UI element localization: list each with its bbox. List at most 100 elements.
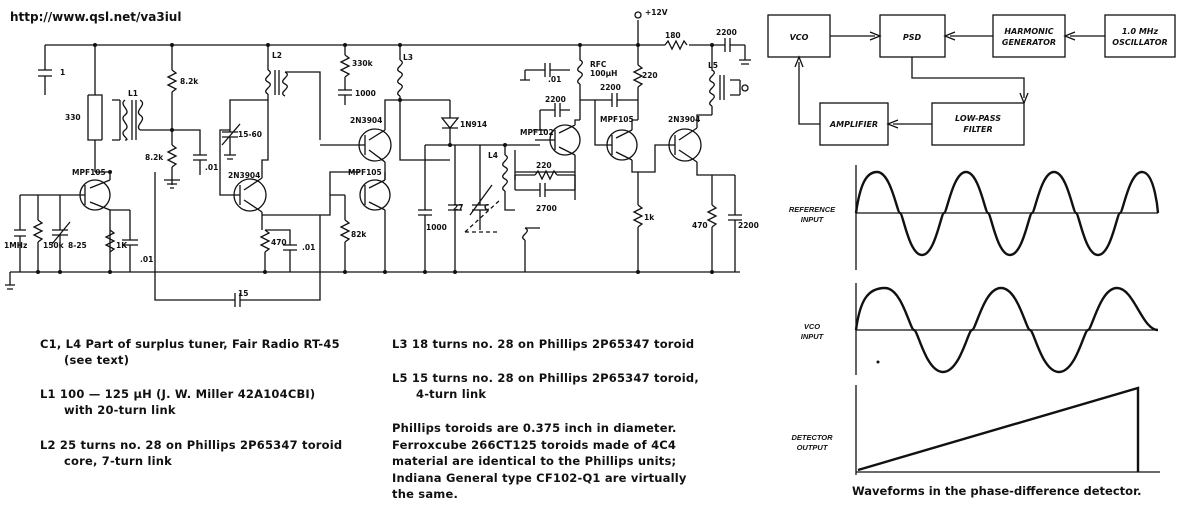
- r330k-label: 330k: [352, 59, 374, 68]
- c1000b-label: 1000: [426, 223, 447, 232]
- pll-block-diagram: VCO PSD HARMONIC GENERATOR 1.0 MHz OSCIL…: [767, 14, 1176, 146]
- reference-label-1: REFERENCE: [789, 205, 836, 214]
- waveform-caption: Waveforms in the phase-difference detect…: [852, 484, 1142, 498]
- r82k-label: 82k: [351, 230, 367, 239]
- note-line: 4-turn link: [416, 387, 487, 401]
- r180-label: 180: [665, 31, 681, 40]
- vco-text: VCO: [790, 33, 809, 42]
- amplifier-text: AMPLIFIER: [829, 120, 878, 129]
- c01b-label: .01: [140, 255, 153, 264]
- r470b-label: 470: [692, 221, 708, 230]
- q7-label: 2N3904: [668, 115, 700, 124]
- lowpass-text-2: FILTER: [963, 125, 992, 134]
- oscillator-block: [1104, 14, 1176, 58]
- c01c-label: .01: [302, 243, 315, 252]
- reference-label-2: INPUT: [801, 215, 825, 224]
- r82a-label: 8.2k: [180, 77, 199, 86]
- note-line: C1, L4 Part of surplus tuner, Fair Radio…: [40, 337, 340, 351]
- r1ka-label: 1k: [644, 213, 655, 222]
- lowpass-text-1: LOW-PASS: [955, 114, 1001, 123]
- c2700-label: 2700: [536, 204, 557, 213]
- note-l5: L5 15 turns no. 28 on Phillips 2P65347 t…: [392, 370, 699, 402]
- detector-waveform: [857, 386, 1140, 472]
- note-phillips: Phillips toroids are 0.375 inch in diame…: [392, 420, 687, 503]
- q1-label: MPF105: [72, 168, 106, 177]
- detector-label-2: OUTPUT: [797, 443, 829, 452]
- rfc-value-label: 100µH: [590, 69, 617, 78]
- osc-text-1: 1.0 MHz: [1122, 27, 1159, 36]
- note-line: core, 7-turn link: [64, 454, 173, 468]
- q3-label: 2N3904: [350, 116, 382, 125]
- c2200d-label: 2200: [738, 221, 759, 230]
- reference-waveform: [854, 170, 1160, 257]
- c1560-label: 15-60: [238, 130, 262, 139]
- xtal-label: 1MHz: [4, 241, 27, 250]
- c1000a-label: 1000: [355, 89, 376, 98]
- l1-label: L1: [128, 89, 138, 98]
- note-line: with 20-turn link: [64, 403, 176, 417]
- note-line: the same.: [392, 487, 459, 501]
- cc-label: C: [484, 203, 490, 212]
- note-c1-l4: C1, L4 Part of surplus tuner, Fair Radio…: [40, 336, 340, 368]
- c825-label: 8-25: [68, 241, 87, 250]
- psd-to-filter-arrow: [911, 57, 1029, 105]
- vco-wave-label-1: VCO: [804, 322, 820, 331]
- l5-label: L5: [708, 61, 718, 70]
- q4-label: MPF105: [348, 168, 382, 177]
- c15-label: 15: [238, 289, 248, 298]
- harmonic-generator-block: [992, 14, 1066, 58]
- psd-text: PSD: [903, 33, 922, 42]
- vco-waveform: [854, 286, 1159, 374]
- q6-label: MPF105: [600, 115, 634, 124]
- c2200c-label: 2200: [716, 28, 737, 37]
- note-l2: L2 25 turns no. 28 on Phillips 2P65347 t…: [40, 437, 342, 469]
- r220b-label: 220: [536, 161, 552, 170]
- q2-label: 2N3904: [228, 171, 260, 180]
- harmonic-text-1: HARMONIC: [1004, 27, 1053, 36]
- r150k-label: 150k: [43, 241, 65, 250]
- note-line: L3 18 turns no. 28 on Phillips 2P65347 t…: [392, 337, 695, 351]
- osc-to-harmonic-arrow: [1063, 31, 1105, 41]
- osc-text-2: OSCILLATOR: [1112, 38, 1167, 47]
- note-line: Indiana General type CF102-Q1 are virtua…: [392, 470, 687, 485]
- c2200a-label: 2200: [545, 95, 566, 104]
- note-line: material are identical to the Phillips u…: [392, 454, 677, 468]
- diode-label: 1N914: [460, 120, 487, 129]
- amplifier-to-vco-arrow: [794, 55, 820, 125]
- vco-to-psd-arrow: [830, 31, 882, 41]
- rfc-label: RFC: [590, 60, 607, 69]
- note-line: L5 15 turns no. 28 on Phillips 2P65347 t…: [392, 371, 699, 385]
- c27-label: 27: [453, 203, 463, 212]
- c01a-label: .01: [205, 163, 218, 172]
- q5-label: MPF102: [520, 128, 554, 137]
- source-url: http://www.qsl.net/va3iul: [10, 10, 182, 24]
- note-line: L2 25 turns no. 28 on Phillips 2P65347 t…: [40, 438, 343, 452]
- schematic-wiring: [5, 11, 751, 307]
- note-line: L1 100 — 125 µH (J. W. Miller 42A104CBI): [40, 387, 316, 401]
- r1k-label: 1K: [116, 241, 128, 250]
- r470a-label: 470: [271, 238, 287, 247]
- r82b-label: 8.2k: [145, 153, 164, 162]
- l2-label: L2: [272, 51, 282, 60]
- vco-wave-label-2: INPUT: [801, 332, 825, 341]
- detector-label-1: DETECTOR: [791, 433, 833, 442]
- filter-to-amplifier-arrow: [886, 119, 932, 129]
- note-l3: L3 18 turns no. 28 on Phillips 2P65347 t…: [392, 336, 694, 352]
- r220a-label: 220: [642, 71, 658, 80]
- c01d-label: .01: [548, 75, 561, 84]
- note-line: Phillips toroids are 0.375 inch in diame…: [392, 421, 677, 435]
- lowpass-filter-block: [931, 102, 1025, 146]
- l3-label: L3: [403, 53, 413, 62]
- note-line: (see text): [64, 353, 130, 367]
- harmonic-text-2: GENERATOR: [1002, 38, 1056, 47]
- supply-label: +12V: [645, 8, 668, 17]
- c1-label: 1: [60, 68, 65, 77]
- note-line: Ferroxcube 266CT125 toroids made of 4C4: [392, 437, 677, 452]
- schematic-labels: +12V 1 330 L1 8.2k 8.2k 15-60 .01 L2 MPF…: [4, 8, 759, 298]
- c2200b-label: 2200: [600, 83, 621, 92]
- waveforms: REFERENCE INPUT VCO INPUT DETECTOR OUTPU…: [789, 165, 1160, 475]
- harmonic-to-psd-arrow: [943, 31, 993, 41]
- l4-label: L4: [488, 151, 498, 160]
- c330-label: 330: [65, 113, 81, 122]
